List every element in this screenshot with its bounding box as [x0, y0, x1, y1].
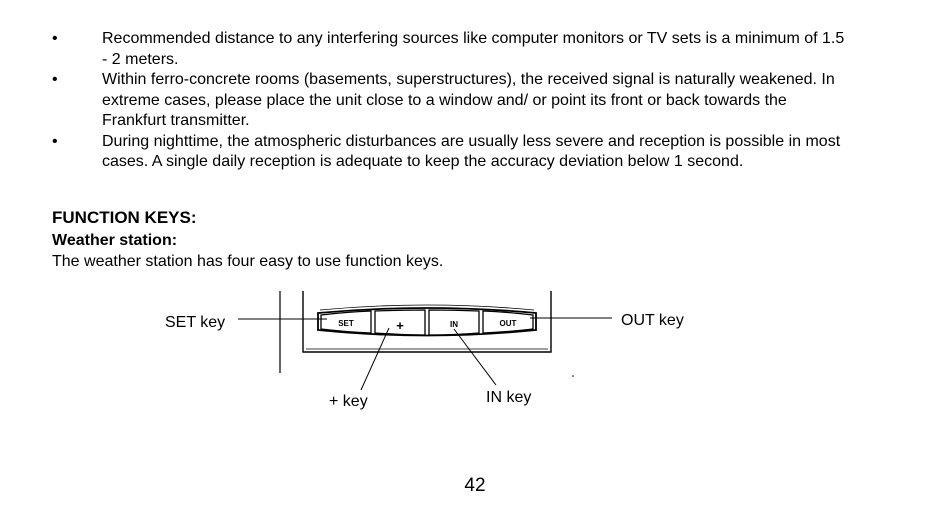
in-key-face-label: IN	[450, 320, 458, 329]
bullet-item: • Within ferro-concrete rooms (basements…	[52, 70, 852, 132]
key-strip-top-edge	[319, 304, 535, 311]
plus-key-button	[374, 309, 426, 336]
bullet-text: During nighttime, the atmospheric distur…	[102, 132, 841, 171]
function-keys-diagram: SET + IN OUT SET key OUT key + key IN ke…	[165, 291, 684, 410]
set-key-face-label: SET	[338, 319, 354, 328]
in-key-button	[428, 309, 480, 336]
bullet-list: • Recommended distance to any interferin…	[52, 29, 852, 173]
section-subheading: Weather station:	[52, 232, 178, 249]
set-key-callout: SET key	[165, 314, 225, 331]
page-number: 42	[464, 475, 486, 496]
bullet-marker: •	[52, 132, 58, 150]
bullet-marker: •	[52, 71, 58, 88]
out-key-button	[482, 310, 534, 334]
plus-key-callout: + key	[329, 393, 368, 410]
out-key-face-label: OUT	[500, 319, 517, 328]
section-heading: FUNCTION KEYS:	[52, 208, 197, 227]
intro-text: The weather station has four easy to use…	[52, 253, 444, 270]
bullet-text: Within ferro-concrete rooms (basements, …	[102, 71, 835, 129]
plus-key-face-label: +	[396, 318, 404, 333]
out-key-callout: OUT key	[621, 312, 684, 329]
plus-key-leader	[360, 327, 390, 391]
bullet-item: • During nighttime, the atmospheric dist…	[52, 132, 852, 173]
in-key-leader	[453, 328, 497, 386]
set-key-button	[320, 310, 372, 334]
housing-front-panel	[302, 291, 552, 353]
bullet-item: • Recommended distance to any interferin…	[52, 29, 852, 70]
speck	[572, 375, 574, 377]
key-strip	[317, 307, 537, 337]
in-key-callout: IN key	[486, 389, 531, 406]
bullet-text: Recommended distance to any interfering …	[102, 30, 845, 68]
bullet-marker: •	[52, 30, 58, 47]
